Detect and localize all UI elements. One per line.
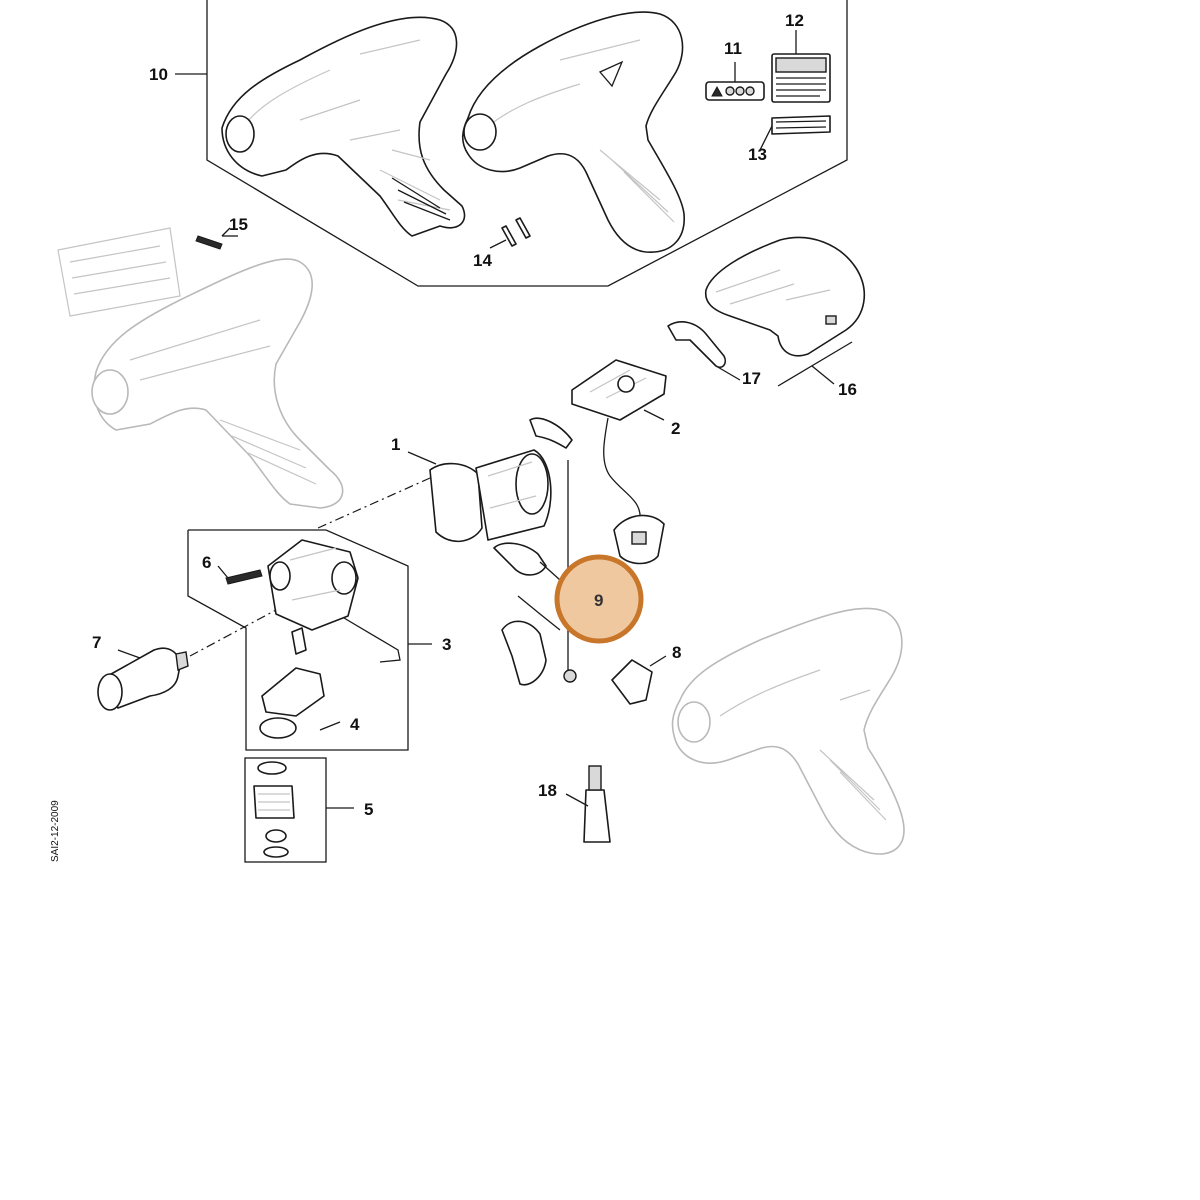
left-housing-ghost — [57, 227, 344, 509]
warning-label-11 — [705, 62, 765, 101]
switch-block — [613, 514, 665, 565]
right-housing-ghost — [671, 607, 905, 855]
label-strip-13 — [759, 115, 831, 151]
callout-13: 13 — [748, 145, 767, 164]
callout-3: 3 — [442, 635, 451, 654]
highlight-marker[interactable] — [554, 554, 644, 644]
callout-4: 4 — [350, 715, 360, 734]
grease-tube-18 — [565, 765, 611, 843]
plate-8 — [611, 655, 667, 705]
callout-15: 15 — [229, 215, 248, 234]
motor-1 — [407, 449, 552, 543]
screw-6 — [217, 565, 263, 585]
callout-1: 1 — [391, 435, 400, 454]
callout-11: 11 — [724, 39, 742, 58]
electronics-module-2 — [571, 359, 667, 521]
nozzle-7 — [97, 647, 189, 711]
pump-group-frame-3 — [187, 529, 432, 751]
callout-5: 5 — [364, 800, 373, 819]
callout-18: 18 — [538, 781, 557, 800]
instruction-label-12 — [771, 30, 831, 103]
pump-housing — [267, 539, 401, 663]
callout-2: 2 — [671, 419, 680, 438]
screws-14 — [489, 217, 531, 249]
assembly-axis-lines — [189, 477, 431, 657]
side-code-text: SAI2-12-2009 — [50, 800, 61, 862]
housing-group-frame — [175, 0, 848, 287]
callout-10: 10 — [149, 65, 168, 84]
trigger-assembly-9 — [493, 460, 577, 686]
connector-group-frame-5 — [244, 757, 354, 863]
cover-16 — [704, 236, 865, 387]
hose-connector-5 — [253, 761, 295, 858]
callout-14: 14 — [473, 251, 492, 270]
callout-16: 16 — [838, 380, 857, 399]
valve-4 — [259, 627, 341, 739]
callout-7: 7 — [92, 633, 101, 652]
callout-6: 6 — [202, 553, 211, 572]
callout-12: 12 — [785, 11, 804, 30]
housing-half-inner — [221, 16, 466, 237]
callout-9: 9 — [594, 591, 603, 610]
screw-15 — [195, 227, 231, 250]
housing-half-outer — [461, 11, 685, 253]
callout-17: 17 — [742, 369, 761, 388]
bracket-part — [529, 417, 573, 449]
switch-lever-17 — [667, 321, 741, 381]
callout-8: 8 — [672, 643, 681, 662]
side-code: SAI2-12-2009 — [50, 800, 61, 862]
